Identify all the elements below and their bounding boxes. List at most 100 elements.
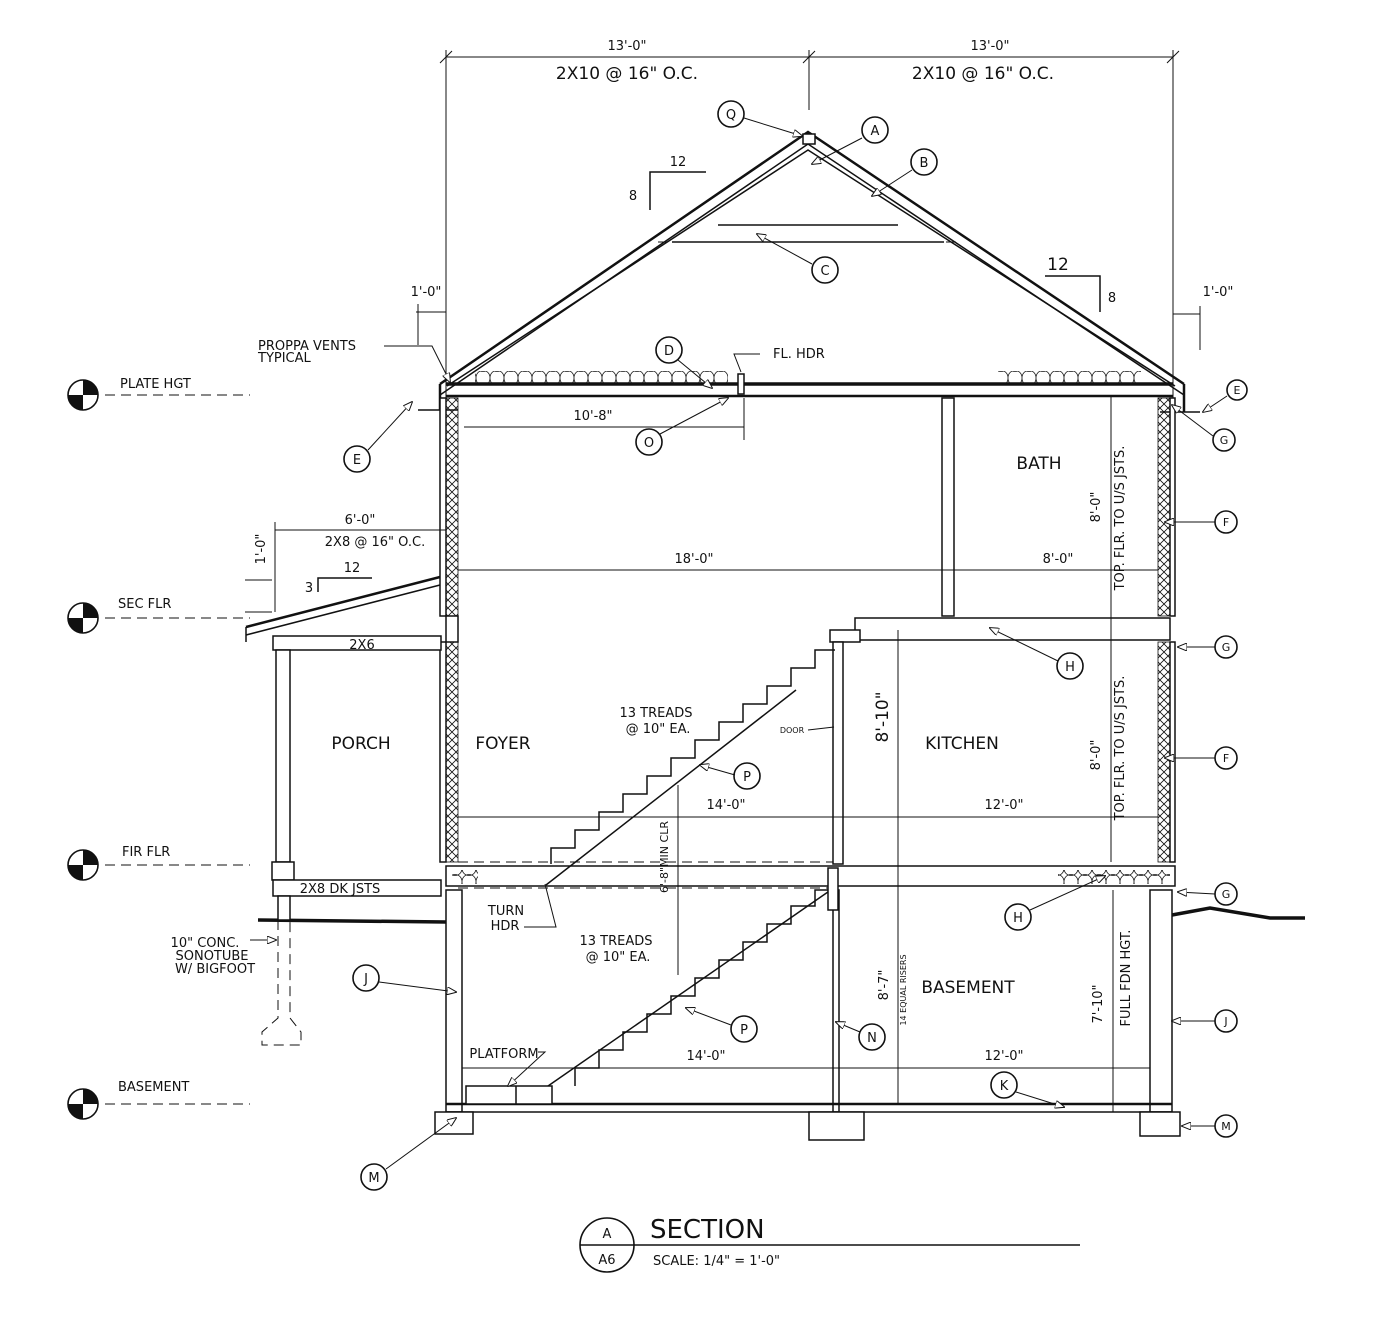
tag-n: N <box>836 1022 886 1051</box>
room-foyer: FOYER <box>475 734 530 754</box>
room-bath: BATH <box>1016 454 1061 474</box>
tag-m-right: M <box>1182 1114 1238 1138</box>
svg-text:M: M <box>1221 1120 1231 1133</box>
room-basement: BASEMENT <box>921 978 1015 998</box>
room-labels: BATH FOYER KITCHEN BASEMENT <box>475 454 1061 998</box>
svg-text:@ 10" EA.: @ 10" EA. <box>586 950 651 965</box>
stairs <box>458 649 839 1105</box>
tag-c: C <box>757 234 839 284</box>
svg-text:TYPICAL: TYPICAL <box>257 351 312 366</box>
level-plate-hgt: PLATE HGT <box>67 377 250 411</box>
top-left-span: 13'-0" <box>607 39 646 54</box>
ridge-board <box>802 133 816 145</box>
level-sec-flr: SEC FLR <box>67 597 250 634</box>
tag-q: Q <box>717 100 802 136</box>
svg-text:FIR FLR: FIR FLR <box>122 845 170 860</box>
tag-e-right: E <box>1203 379 1248 412</box>
overhang-left: 1'-0" <box>411 285 446 345</box>
svg-text:12'-0": 12'-0" <box>984 1049 1023 1064</box>
tag-g-low: G <box>1178 882 1238 906</box>
footing-center <box>808 1111 865 1141</box>
roof <box>418 130 1200 413</box>
svg-text:E: E <box>353 453 361 468</box>
tag-p-upper: P <box>700 762 761 790</box>
svg-text:J: J <box>1223 1015 1227 1028</box>
floor-header <box>737 373 745 395</box>
tag-k: K <box>990 1071 1064 1107</box>
top-dimensions: 13'-0" 2X10 @ 16" O.C. 13'-0" 2X10 @ 16"… <box>439 39 1180 400</box>
stair-platform <box>465 1085 553 1105</box>
porch-deck <box>272 879 442 897</box>
svg-text:HDR: HDR <box>491 919 520 934</box>
svg-text:K: K <box>1000 1079 1009 1094</box>
floor-header-note: FL. HDR 10'-8" <box>464 347 825 440</box>
svg-text:Q: Q <box>726 108 736 123</box>
svg-text:PROPPA VENTS: PROPPA VENTS <box>258 339 356 354</box>
svg-text:8'-0": 8'-0" <box>1089 492 1104 523</box>
svg-text:8'-0": 8'-0" <box>1089 740 1104 771</box>
svg-text:P: P <box>743 770 751 785</box>
svg-text:12'-0": 12'-0" <box>984 798 1023 813</box>
svg-text:8'-0": 8'-0" <box>1043 552 1074 567</box>
porch: 6'-0" 2X8 @ 16" O.C. 1'-0" 12 3 2X6 PORC… <box>171 513 446 1046</box>
tag-g-top: G <box>1172 405 1236 452</box>
footing-left <box>434 1111 474 1135</box>
svg-text:14'-0": 14'-0" <box>706 798 745 813</box>
tag-f-top: F <box>1165 510 1238 534</box>
svg-text:8'-10": 8'-10" <box>873 691 893 742</box>
svg-text:H: H <box>1013 911 1023 926</box>
svg-text:18'-0": 18'-0" <box>674 552 713 567</box>
svg-text:G: G <box>1220 434 1229 447</box>
svg-text:M: M <box>368 1171 379 1186</box>
svg-text:TOP. FLR. TO U/S JSTS.: TOP. FLR. TO U/S JSTS. <box>1113 446 1128 592</box>
drawing-title: SECTION <box>650 1215 765 1245</box>
svg-text:2X6: 2X6 <box>349 638 374 653</box>
svg-text:8: 8 <box>629 189 637 204</box>
vents-note: PROPPA VENTS TYPICAL <box>257 339 450 382</box>
svg-text:6'-8"MIN CLR: 6'-8"MIN CLR <box>658 821 671 893</box>
detail-number: A <box>603 1227 612 1242</box>
room-kitchen: KITCHEN <box>925 734 999 754</box>
svg-text:D: D <box>664 344 674 359</box>
drawing-scale: SCALE: 1/4" = 1'-0" <box>653 1254 780 1269</box>
overhang-right: 1'-0" <box>1173 285 1233 350</box>
svg-text:P: P <box>740 1023 748 1038</box>
tag-a: A <box>812 116 889 164</box>
tag-j-right: J <box>1172 1009 1238 1033</box>
tag-e-left: E <box>343 402 412 473</box>
svg-text:8: 8 <box>1108 291 1116 306</box>
svg-text:14 EQUAL RISERS: 14 EQUAL RISERS <box>899 954 908 1025</box>
top-right-span: 13'-0" <box>970 39 1009 54</box>
svg-text:F: F <box>1223 516 1229 529</box>
svg-text:@ 10" EA.: @ 10" EA. <box>626 722 691 737</box>
roof-pitch-right: 12 8 <box>1045 255 1116 312</box>
stair-notes: 13 TREADS @ 10" EA. 13 TREADS @ 10" EA. … <box>469 706 835 1086</box>
svg-text:FL. HDR: FL. HDR <box>773 347 825 362</box>
svg-text:2X8 @ 16" O.C.: 2X8 @ 16" O.C. <box>325 535 425 550</box>
tag-j-left: J <box>352 964 456 992</box>
svg-text:12: 12 <box>344 561 361 576</box>
svg-text:2X8 DK JSTS: 2X8 DK JSTS <box>300 882 381 897</box>
svg-text:G: G <box>1222 888 1231 901</box>
svg-text:6'-0": 6'-0" <box>345 513 376 528</box>
svg-text:10'-8": 10'-8" <box>573 409 612 424</box>
exterior-walls <box>257 397 1305 1141</box>
porch-post <box>275 649 291 863</box>
tag-d: D <box>655 336 712 388</box>
svg-text:DOOR: DOOR <box>780 726 805 735</box>
svg-text:PLATE HGT: PLATE HGT <box>120 377 191 392</box>
svg-text:B: B <box>920 156 929 171</box>
svg-text:PORCH: PORCH <box>331 734 390 754</box>
footing-right <box>1139 1111 1181 1137</box>
svg-text:TOP. FLR. TO U/S JSTS.: TOP. FLR. TO U/S JSTS. <box>1113 676 1128 822</box>
svg-text:PLATFORM: PLATFORM <box>469 1047 538 1062</box>
svg-text:A: A <box>871 124 880 139</box>
svg-text:SONOTUBE: SONOTUBE <box>175 949 248 964</box>
roof-pitch-left: 12 8 <box>629 155 706 210</box>
top-left-joists: 2X10 @ 16" O.C. <box>556 64 698 84</box>
svg-text:O: O <box>644 436 654 451</box>
level-markers: PLATE HGT SEC FLR FIR FLR BASEMENT <box>67 377 250 1120</box>
svg-text:FULL FDN HGT.: FULL FDN HGT. <box>1119 930 1134 1027</box>
svg-text:BASEMENT: BASEMENT <box>118 1080 189 1095</box>
